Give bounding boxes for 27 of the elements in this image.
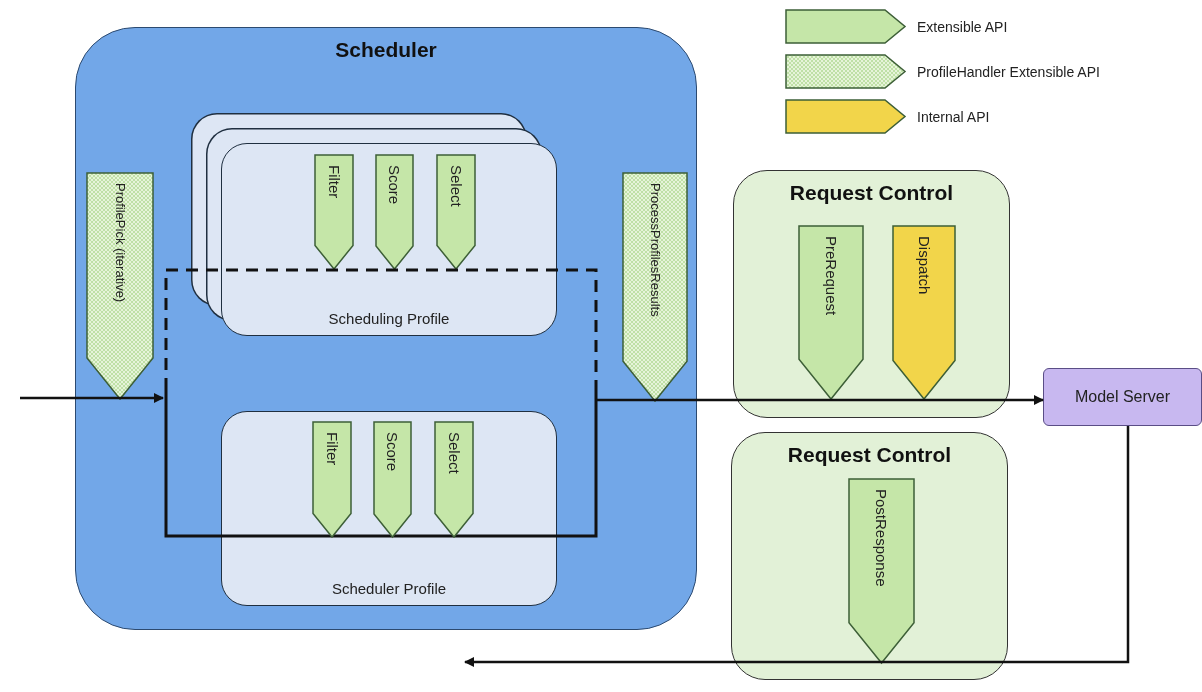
api-label: ProcessProfilesResults — [647, 183, 663, 317]
legend-label: Extensible API — [917, 18, 1008, 35]
api-label: PreRequest — [822, 236, 840, 316]
card-label: Scheduling Profile — [328, 310, 450, 327]
arrow — [464, 426, 1130, 667]
arrow — [597, 395, 1044, 405]
api-label: Select — [447, 165, 465, 207]
api-label: Select — [445, 432, 463, 474]
panel-title: Request Control — [787, 443, 952, 467]
api-label: Filter — [325, 165, 343, 199]
server-box — [1043, 368, 1202, 426]
request-control-panel — [731, 432, 1008, 680]
api-label: ProfilePick (iterative) — [112, 183, 128, 303]
card-label: Scheduler Profile — [331, 580, 447, 597]
scheduler-panel — [75, 27, 697, 630]
api-label: Filter — [323, 432, 341, 466]
legend-label: ProfileHandler Extensible API — [917, 63, 1100, 80]
legend-label: Internal API — [917, 108, 990, 125]
api-label: Score — [383, 432, 402, 472]
request-control-panel — [733, 170, 1010, 418]
arrow — [20, 393, 164, 403]
api-label: PostResponse — [872, 489, 891, 587]
api-label: Score — [385, 165, 404, 205]
panel-title: Scheduler — [335, 38, 437, 62]
api-label: Dispatch — [915, 236, 933, 295]
panel-title: Request Control — [789, 181, 954, 205]
server-label: Model Server — [1074, 388, 1171, 406]
